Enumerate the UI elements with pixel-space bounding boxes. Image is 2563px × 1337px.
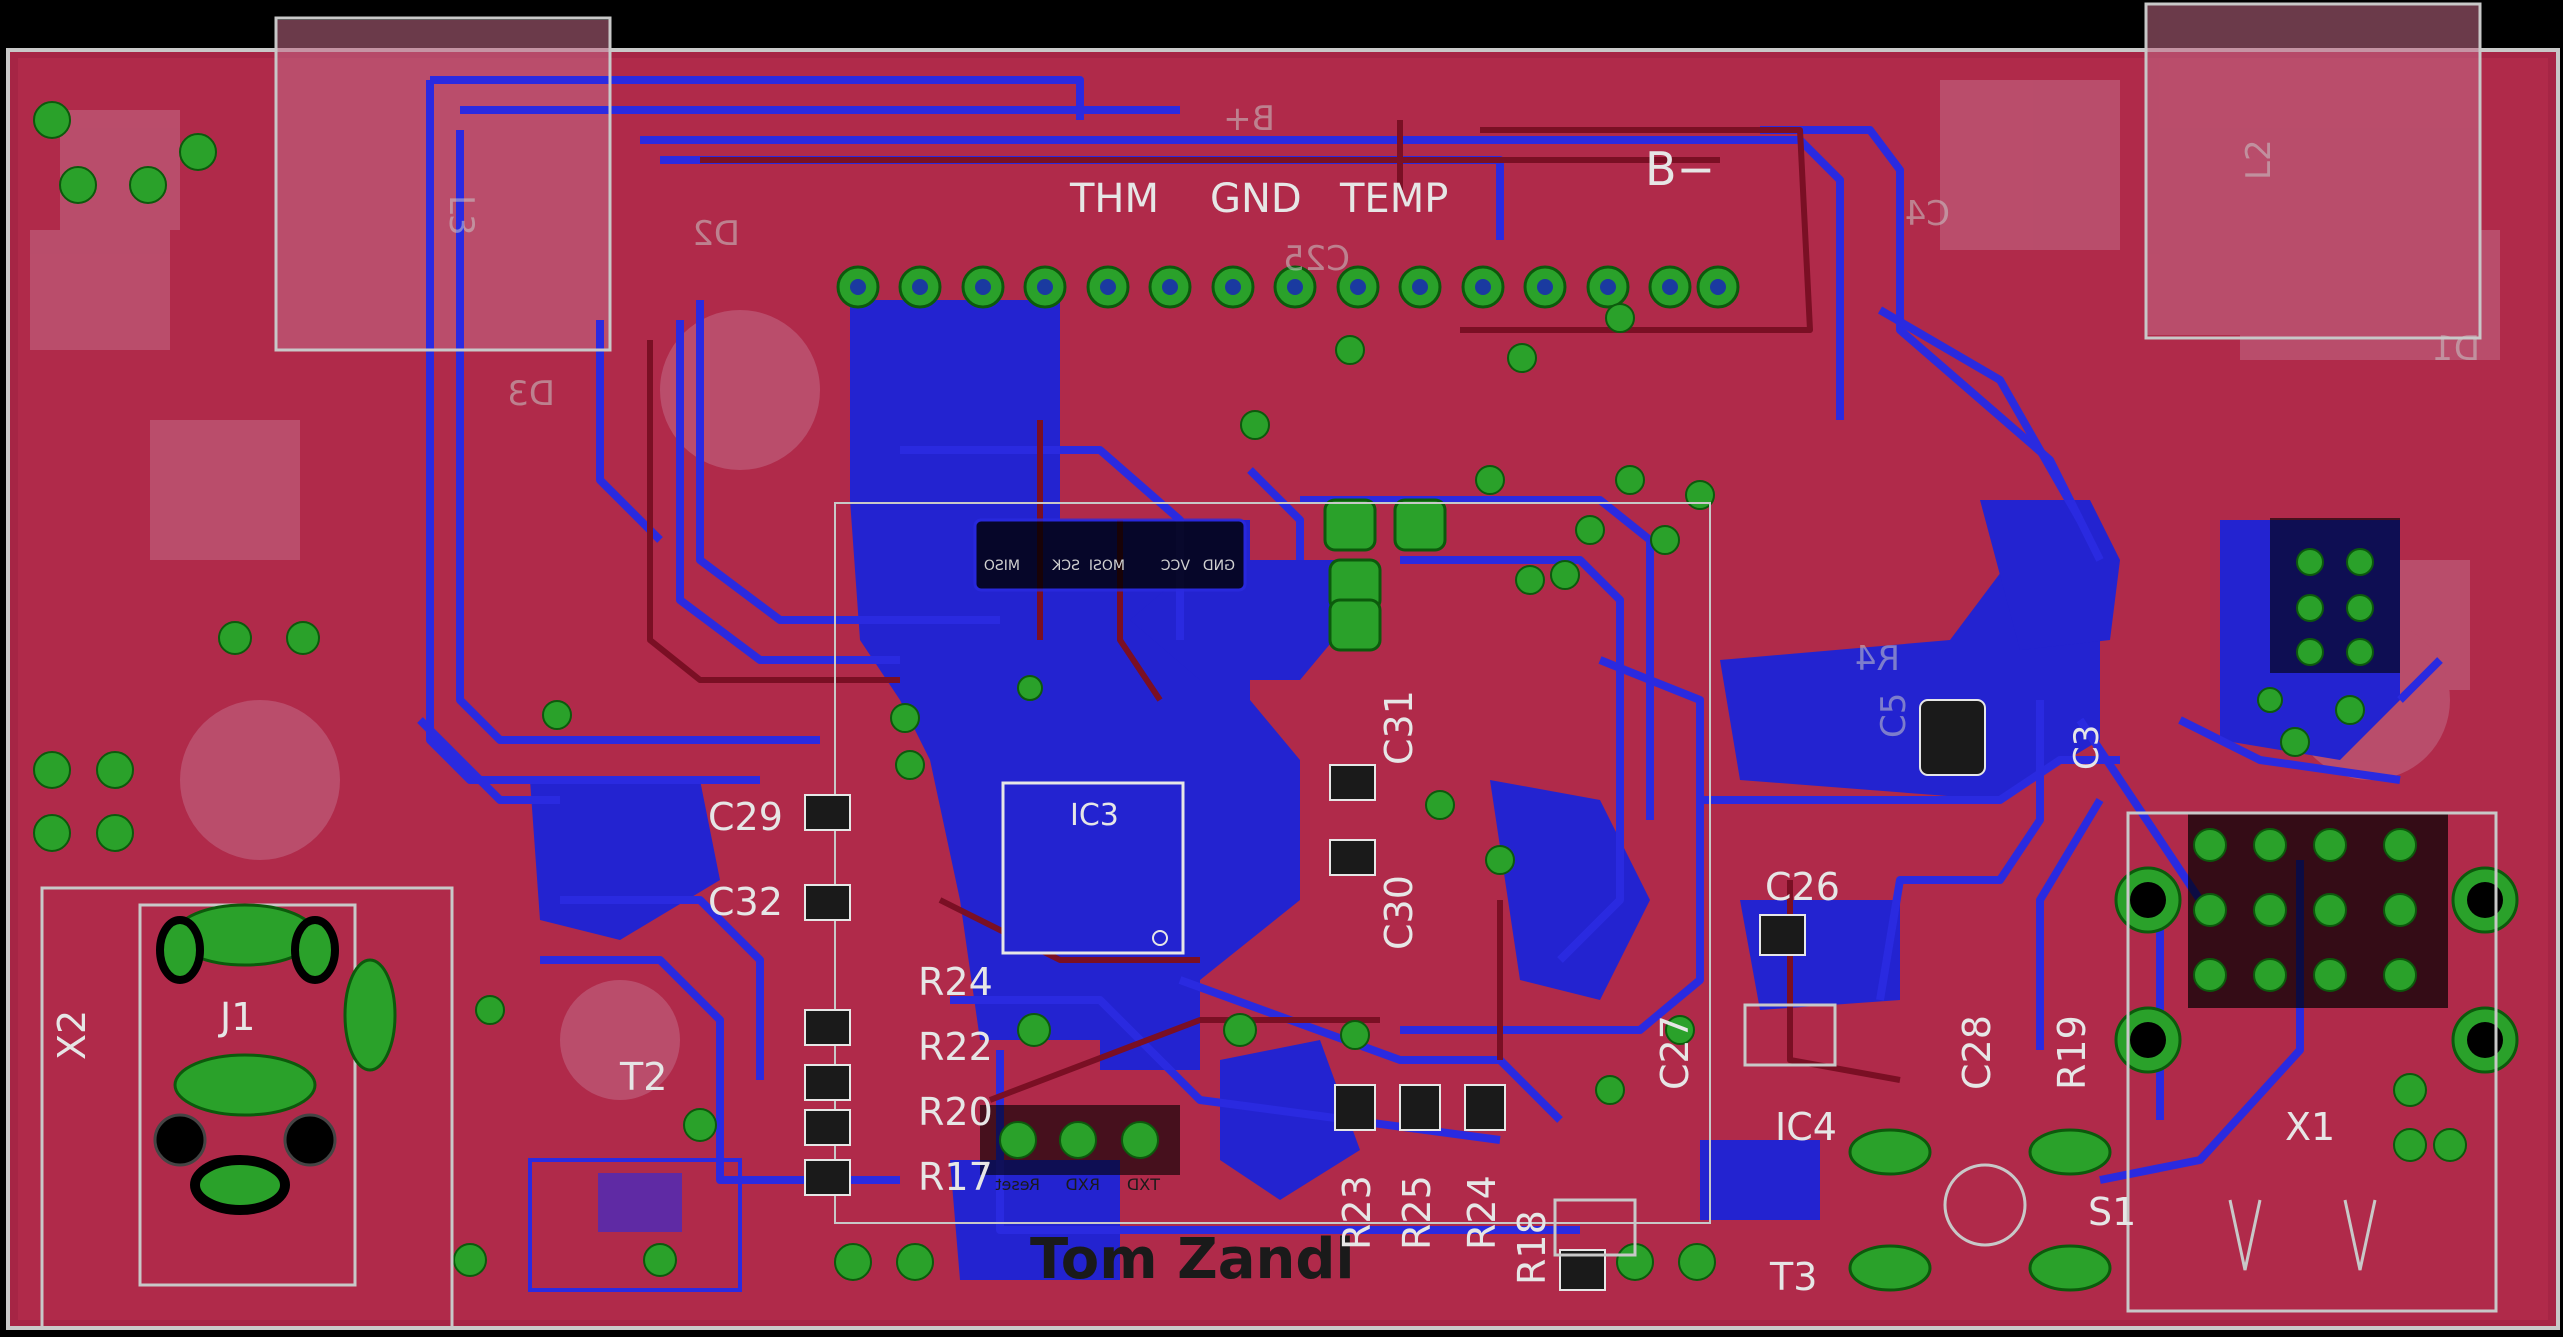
serial-label-3: Reset: [995, 1175, 1040, 1194]
x1-connector: [2126, 811, 2498, 1313]
ic3-package: [834, 502, 1711, 1224]
label-r20: R20: [918, 1090, 993, 1134]
top-traces: [647, 120, 1901, 1103]
label-t2: T2: [619, 1055, 667, 1099]
label-c28: C28: [1955, 1015, 1999, 1090]
isp-header: [973, 518, 1247, 592]
serial-label-1: TXD: [1127, 1175, 1161, 1194]
label-r24-bottom: R24: [1460, 1175, 1504, 1250]
label-ic4: IC4: [1775, 1105, 1837, 1149]
d-body-left: [30, 230, 170, 350]
isp-pin-labels: GND VCC MOSI SCK MISO: [984, 558, 1235, 574]
silk-text: THM GND TEMP B− C29 C32 IC3 R24 R22 R20 …: [50, 142, 2335, 1299]
bottom-copper-pours: [530, 300, 2400, 1280]
label-d2: D2: [692, 214, 740, 254]
silk-outlines: [274, 2, 2498, 1313]
serial-label-2: RXD: [1066, 1175, 1100, 1194]
isp-label-3: MOSI: [1089, 558, 1125, 574]
isp-label-4: SCK: [1051, 558, 1080, 574]
label-c3: C3: [2067, 725, 2107, 770]
label-r23: R23: [1335, 1175, 1379, 1250]
serial-header: [834, 1105, 1716, 1281]
serial-pin-labels: TXD RXD Reset: [995, 1175, 1161, 1194]
label-s1: S1: [2088, 1190, 2136, 1234]
label-c30: C30: [1377, 875, 1421, 950]
label-thm: THM: [1069, 176, 1159, 222]
label-l3: L3: [441, 195, 481, 236]
label-d3: D3: [507, 374, 555, 414]
label-c4: C4: [1905, 194, 1950, 234]
isp-label-5: MISO: [984, 558, 1020, 574]
label-r17: R17: [918, 1155, 993, 1199]
label-c27: C27: [1653, 1015, 1697, 1090]
right-header: [2270, 518, 2400, 673]
label-temp: TEMP: [1339, 176, 1448, 222]
label-d1: D1: [2432, 329, 2480, 369]
label-gnd: GND: [1210, 176, 1302, 222]
usb-jack: [528, 1158, 742, 1292]
isp-label-2: VCC: [1161, 558, 1190, 574]
label-r24: R24: [918, 960, 993, 1004]
isp-label-1: GND: [1203, 558, 1235, 574]
label-l2: L2: [2239, 139, 2279, 180]
smd-pads: [804, 699, 1986, 1291]
label-t3: T3: [1769, 1255, 1817, 1299]
label-c29: C29: [708, 795, 783, 839]
label-c5: C5: [1874, 693, 1914, 738]
label-r25: R25: [1395, 1175, 1439, 1250]
label-r19: R19: [2050, 1015, 2094, 1090]
label-c25: C25: [1283, 239, 1350, 279]
label-r4: R4: [1855, 639, 1900, 679]
top-pin-header: [836, 265, 1740, 309]
bottom-silk-text: C25 D2 D3 B+ R4 C4 D1 L3 L2 C5: [441, 99, 2480, 738]
j1-dc-jack: [40, 886, 454, 1330]
label-x2: X2: [50, 1010, 94, 1060]
label-j1: J1: [218, 995, 255, 1039]
label-c26: C26: [1765, 865, 1840, 909]
label-ic3: IC3: [1070, 798, 1119, 833]
l3-body: [275, 20, 610, 350]
label-x1: X1: [2285, 1105, 2335, 1149]
label-b-plus: B+: [1223, 99, 1275, 139]
label-c31: C31: [1377, 690, 1421, 765]
label-r18: R18: [1510, 1210, 1554, 1285]
label-signature: Tom Zandl: [1030, 1227, 1355, 1292]
label-r22: R22: [918, 1025, 993, 1069]
label-b-minus: B−: [1645, 142, 1715, 196]
large-pads: [1323, 498, 2519, 1292]
label-c32: C32: [708, 880, 783, 924]
